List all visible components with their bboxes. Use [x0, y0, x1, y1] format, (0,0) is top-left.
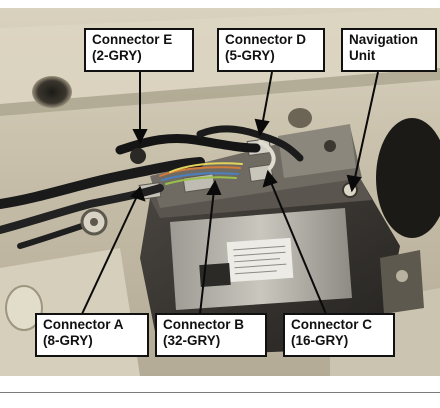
callout-title: Connector A	[43, 317, 124, 332]
arrowhead-b	[206, 179, 222, 195]
callout-title: Connector E	[92, 32, 173, 47]
leader-line-b	[199, 189, 215, 315]
leader-line-c	[269, 179, 327, 315]
unit-front-panel	[278, 124, 356, 178]
tray-lip	[150, 178, 372, 218]
leader-line-a	[81, 193, 139, 315]
callout-subtitle: (16-GRY)	[291, 333, 349, 348]
arrowhead-d	[254, 118, 270, 137]
callout-connector-d: Connector D (5-GRY)	[217, 28, 325, 72]
callout-connector-c: Connector C (16-GRY)	[283, 313, 395, 357]
chassis-hole	[32, 76, 72, 108]
harness-grommet	[130, 148, 146, 164]
unit-sticker	[199, 262, 231, 288]
callout-title: Connector D	[225, 32, 306, 47]
arrowhead-e	[132, 129, 148, 145]
leader-lines	[81, 71, 379, 315]
callout-title: Navigation	[349, 32, 419, 47]
callout-connector-a: Connector A (8-GRY)	[35, 313, 149, 357]
arrowhead-c	[262, 169, 278, 188]
arrowhead-a	[130, 186, 146, 202]
unit-screw	[324, 140, 336, 152]
callout-subtitle: (32-GRY)	[163, 333, 221, 348]
callout-navigation-unit: Navigation Unit	[341, 28, 437, 72]
chassis-hole	[5, 285, 43, 331]
callout-title: Connector C	[291, 317, 372, 332]
callout-title: Connector B	[163, 317, 244, 332]
callout-subtitle: (2-GRY)	[92, 48, 142, 63]
callout-subtitle: (8-GRY)	[43, 333, 93, 348]
callout-subtitle: (5-GRY)	[225, 48, 275, 63]
chassis-opening	[376, 118, 440, 238]
leader-line-d	[261, 71, 273, 127]
arrowhead-navigation	[346, 174, 362, 193]
bottom-divider	[0, 392, 440, 393]
callout-subtitle: Unit	[349, 48, 376, 63]
callout-connector-b: Connector B (32-GRY)	[155, 313, 267, 357]
callout-connector-e: Connector E (2-GRY)	[84, 28, 194, 72]
panel-edge	[0, 68, 440, 116]
chassis-bolt	[288, 108, 312, 128]
leader-line-navigation	[353, 71, 379, 183]
